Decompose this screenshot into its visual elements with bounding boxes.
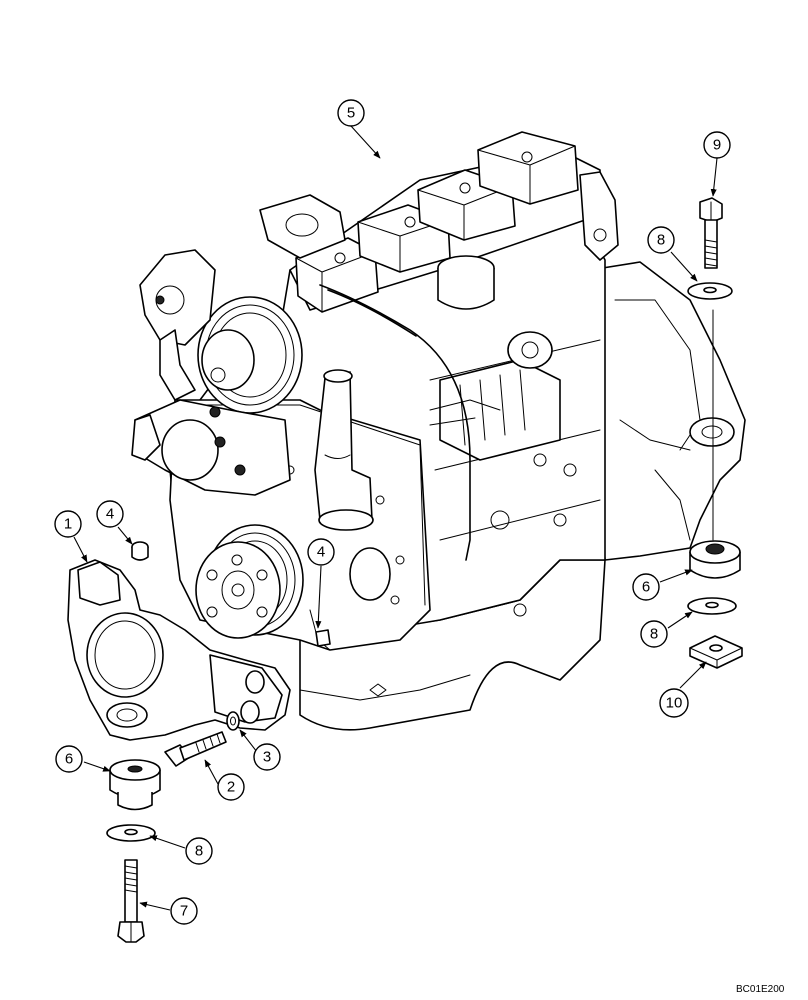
svg-text:6: 6	[642, 579, 650, 596]
reference-code: BC01E200	[736, 984, 785, 995]
svg-text:2: 2	[227, 779, 235, 796]
callout-4-left: 4	[96, 500, 124, 528]
bolt-left	[117, 859, 145, 943]
svg-text:8: 8	[195, 843, 203, 860]
callout-6-left: 6	[55, 745, 83, 773]
svg-text:9: 9	[713, 137, 721, 154]
svg-text:5: 5	[347, 105, 355, 122]
callout-8-top: 8	[647, 226, 675, 254]
manifold-flange	[259, 194, 346, 259]
fuel-injection-pump	[319, 284, 561, 561]
washer-right	[687, 597, 737, 615]
rocker-cover-4	[477, 131, 579, 205]
spacer-left	[131, 541, 149, 561]
callout-8-right: 8	[640, 620, 668, 648]
isolator-right	[689, 540, 741, 579]
svg-text:3: 3	[263, 749, 271, 766]
washer-left	[106, 824, 156, 842]
callout-10: 10	[659, 688, 689, 718]
alternator	[139, 249, 216, 401]
callout-8-left: 8	[185, 837, 213, 865]
washer-front	[226, 711, 240, 731]
water-pump	[131, 399, 291, 496]
svg-text:4: 4	[317, 544, 325, 561]
svg-text:4: 4	[106, 506, 114, 523]
isolator-left	[109, 759, 161, 811]
washer-top-right	[687, 282, 733, 300]
callout-9: 9	[703, 131, 731, 159]
bolt-front	[164, 731, 227, 767]
rocker-cover-1	[295, 237, 379, 313]
nut-plate	[689, 635, 743, 669]
oil-pan	[299, 559, 606, 731]
callout-1: 1	[54, 510, 82, 538]
callout-2: 2	[217, 773, 245, 801]
svg-text:8: 8	[650, 626, 658, 643]
fan-pulley	[197, 296, 303, 414]
svg-text:6: 6	[65, 751, 73, 768]
callout-6-right: 6	[632, 573, 660, 601]
flywheel-housing	[589, 261, 746, 561]
spacer-center	[315, 629, 331, 647]
callout-5: 5	[337, 99, 365, 127]
callout-7: 7	[170, 897, 198, 925]
crankshaft-pulley	[195, 524, 304, 639]
callout-4-center: 4	[307, 538, 335, 566]
svg-text:7: 7	[180, 903, 188, 920]
callout-3: 3	[253, 743, 281, 771]
front-mount-bracket	[67, 559, 291, 741]
svg-text:1: 1	[64, 516, 72, 533]
svg-text:10: 10	[666, 695, 683, 712]
bolt-right	[699, 197, 723, 269]
intake-elbow	[314, 369, 374, 531]
svg-text:8: 8	[657, 232, 665, 249]
engine-assembly	[131, 131, 746, 731]
